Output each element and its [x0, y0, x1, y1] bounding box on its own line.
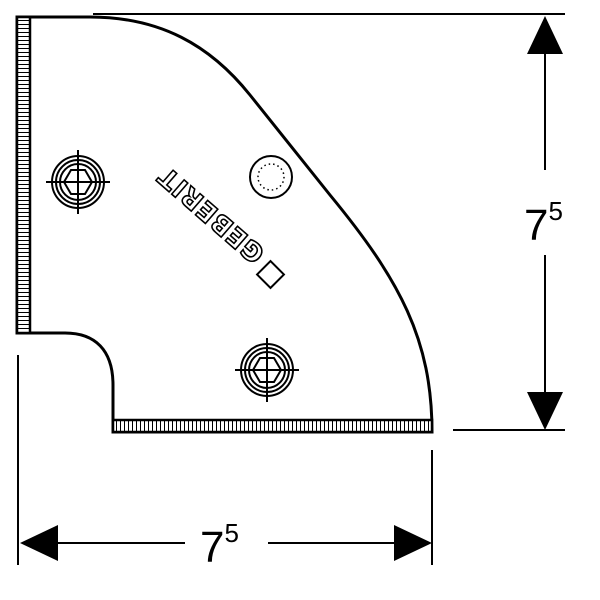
diamond-marker-icon — [255, 259, 286, 290]
arrow-down-icon — [527, 392, 563, 430]
arrowheads — [20, 16, 563, 561]
screw-hole-icon — [235, 338, 299, 402]
arrow-right-icon — [394, 525, 432, 561]
left-edge-hatch — [15, 15, 32, 335]
width-dimension-label: 75 — [200, 518, 239, 572]
screw-hole-icon — [46, 150, 110, 214]
arrow-up-icon — [527, 16, 563, 54]
dimension-lines — [17, 13, 565, 565]
round-marker-icon — [249, 155, 293, 199]
corner-plate-outline — [15, 15, 434, 434]
bottom-edge-hatch — [111, 418, 434, 434]
arrow-left-icon — [20, 525, 58, 561]
height-dimension-label: 75 — [524, 196, 563, 250]
